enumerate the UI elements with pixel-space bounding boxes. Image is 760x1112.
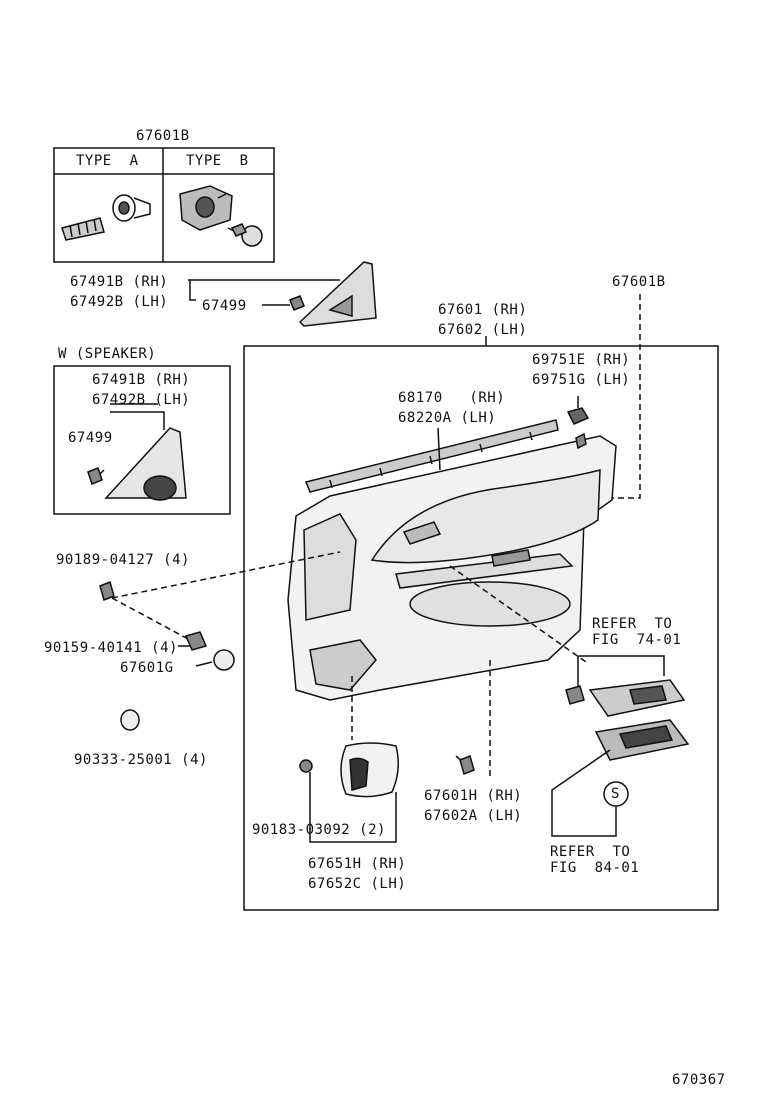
armrest-clip-lh-label: 67602A (LH) bbox=[424, 808, 523, 824]
door-panel-frame bbox=[243, 345, 719, 911]
speaker-box-title: W (SPEAKER) bbox=[58, 346, 157, 362]
type-b-clip-icon bbox=[179, 185, 263, 247]
power-window-switch-icon bbox=[594, 719, 690, 761]
weatherstrip-rh-label: 68170 (RH) bbox=[398, 390, 506, 406]
type-table-title: 67601B bbox=[136, 128, 190, 144]
armrest-clip-icon bbox=[459, 754, 475, 776]
speaker-trim-rh-label: 67491B (RH) bbox=[92, 372, 191, 388]
type-a-label: TYPE A bbox=[76, 153, 139, 169]
speaker-clip-icon bbox=[87, 467, 103, 485]
refer-74-line1: REFER TO bbox=[592, 616, 673, 632]
speaker-box-frame bbox=[53, 365, 231, 515]
screw-90189-icon bbox=[99, 580, 115, 602]
type-table-frame bbox=[53, 147, 275, 263]
switch-clip-icon bbox=[565, 685, 585, 705]
plug-90333-icon bbox=[120, 709, 140, 731]
refer-84-line1: REFER TO bbox=[550, 844, 631, 860]
speaker-grille-lh-label: 67652C (LH) bbox=[308, 876, 407, 892]
weatherstrip-icon bbox=[304, 419, 559, 493]
screw-90159-icon bbox=[184, 631, 208, 651]
speaker-grille-icon bbox=[340, 742, 399, 798]
type-a-clip-icon bbox=[61, 194, 151, 241]
figure-code: 670367 bbox=[672, 1072, 726, 1088]
screw-90189-label: 90189-04127 (4) bbox=[56, 552, 190, 568]
refer-84-symbol-text: S bbox=[611, 786, 620, 802]
lock-knob-lh-label: 69751G (LH) bbox=[532, 372, 631, 388]
cap-67601g-icon bbox=[213, 649, 235, 671]
door-trim-panel-icon bbox=[287, 435, 617, 701]
switch-bezel-icon bbox=[588, 679, 686, 717]
panel-lh-label: 67602 (LH) bbox=[438, 322, 528, 338]
refer-74-line2: FIG 74-01 bbox=[592, 632, 682, 648]
triangle-clip-label: 67499 bbox=[202, 298, 247, 314]
nut-90183-icon bbox=[299, 759, 313, 773]
screw-90159-label: 90159-40141 (4) bbox=[44, 640, 178, 656]
triangle-trim-rh-label: 67491B (RH) bbox=[70, 274, 169, 290]
speaker-clip-label: 67499 bbox=[68, 430, 113, 446]
cap-67601g-label: 67601G bbox=[120, 660, 174, 676]
speaker-trim-icon bbox=[104, 427, 187, 501]
plug-90333-label: 90333-25001 (4) bbox=[74, 752, 208, 768]
speaker-trim-lh-label: 67492B (LH) bbox=[92, 392, 191, 408]
armrest-clip-rh-label: 67601H (RH) bbox=[424, 788, 523, 804]
clip-67499-icon bbox=[289, 295, 305, 311]
weatherstrip-lh-label: 68220A (LH) bbox=[398, 410, 497, 426]
speaker-grille-rh-label: 67651H (RH) bbox=[308, 856, 407, 872]
refer-84-symbol bbox=[603, 781, 629, 807]
refer-84-line2: FIG 84-01 bbox=[550, 860, 640, 876]
nut-90183-label: 90183-03092 (2) bbox=[252, 822, 386, 838]
lock-knob-rh-label: 69751E (RH) bbox=[532, 352, 631, 368]
panel-clip-ref-label: 67601B bbox=[612, 274, 666, 290]
type-b-label: TYPE B bbox=[186, 153, 249, 169]
triangle-trim-icon bbox=[298, 261, 377, 327]
lock-knob-icon bbox=[566, 407, 590, 450]
panel-rh-label: 67601 (RH) bbox=[438, 302, 528, 318]
triangle-trim-lh-label: 67492B (LH) bbox=[70, 294, 169, 310]
